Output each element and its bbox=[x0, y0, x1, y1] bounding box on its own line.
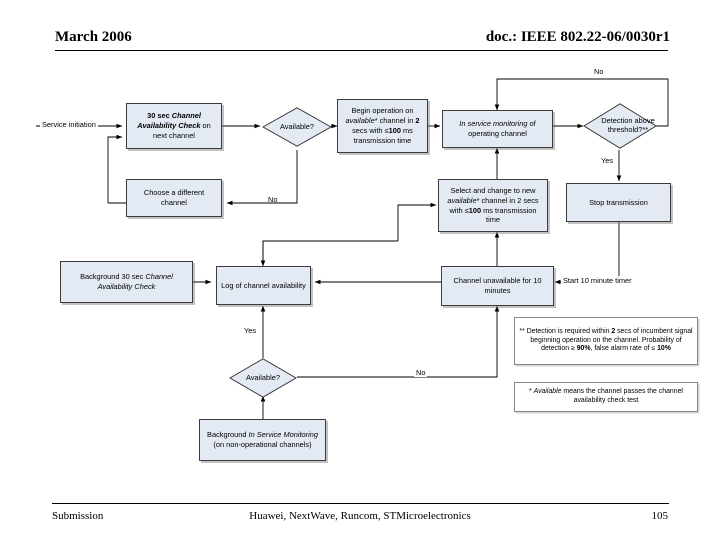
begin-op-2: available bbox=[345, 116, 375, 126]
note-avail-1: * bbox=[529, 388, 534, 396]
node-background-cac[interactable]: Background 30 sec Channel Availability C… bbox=[60, 261, 193, 303]
node-stop-transmission[interactable]: Stop transmission bbox=[566, 183, 671, 222]
note-det-6: 10% bbox=[657, 345, 671, 353]
decision-available-2-label: Available? bbox=[246, 372, 280, 382]
label-no-available-2: No bbox=[414, 368, 428, 377]
bg-ism-2: In Service Monitoring bbox=[248, 430, 318, 440]
note-det-5: , false alarm rate of ≤ bbox=[590, 345, 658, 353]
decision-available-1[interactable]: Available? bbox=[262, 107, 332, 147]
channel-unavailable-label: Channel unavailable for 10 minutes bbox=[453, 276, 542, 295]
note-det-4: 90% bbox=[576, 345, 591, 353]
bg-cac-1: Background 30 sec bbox=[80, 272, 146, 282]
sel-4: 100 bbox=[468, 205, 482, 215]
cac-line3: on next channel bbox=[153, 121, 211, 140]
node-in-service-monitoring[interactable]: In service monitoring of operating chann… bbox=[442, 110, 553, 148]
bg-ism-1: Background bbox=[207, 430, 249, 440]
note-avail-2: Available bbox=[533, 388, 562, 396]
label-yes-available-2: Yes bbox=[244, 326, 257, 335]
label-service-initiation: Service initiation bbox=[40, 120, 98, 129]
begin-op-4: 2 bbox=[415, 116, 420, 126]
node-select-and-change[interactable]: Select and change to new available* chan… bbox=[438, 179, 548, 232]
note-det-3: secs of incumbent signal beginning opera… bbox=[530, 327, 693, 353]
sel-2: available bbox=[447, 195, 477, 205]
footer-submission: Submission bbox=[52, 510, 104, 522]
node-channel-unavailable[interactable]: Channel unavailable for 10 minutes bbox=[441, 266, 554, 306]
flowchart: Service initiation 30 sec Channel Availa… bbox=[0, 55, 720, 495]
header-divider bbox=[55, 50, 668, 51]
node-choose-different-channel[interactable]: Choose a different channel bbox=[126, 179, 222, 217]
choose-different-channel-label: Choose a different channel bbox=[143, 188, 205, 207]
begin-op-3: * channel in bbox=[374, 116, 416, 126]
decision-detection-above-threshold[interactable]: Detection above threshold?** bbox=[583, 103, 657, 149]
bg-ism-3: (on non-operational channels) bbox=[213, 440, 312, 449]
note-det-2: 2 bbox=[611, 327, 616, 335]
node-log-channel-availability[interactable]: Log of channel availability bbox=[216, 266, 311, 305]
ism-2: of operating channel bbox=[468, 119, 536, 138]
decision-available-1-label: Available? bbox=[280, 121, 314, 131]
footer-page-number: 105 bbox=[651, 510, 669, 522]
bg-cac-2: Channel Availability Check bbox=[97, 272, 173, 291]
label-yes-detection: Yes bbox=[601, 156, 614, 165]
cac-line1: 30 sec bbox=[147, 111, 172, 121]
cac-line2: Channel Availability Check bbox=[137, 111, 201, 131]
node-background-in-service-monitoring[interactable]: Background In Service Monitoring (on non… bbox=[199, 419, 326, 461]
sel-5: ms transmission time bbox=[481, 205, 537, 225]
decision-detection-label: Detection above threshold?** bbox=[601, 116, 655, 134]
header-doc-id: doc.: IEEE 802.22-06/0030r1 bbox=[485, 29, 670, 45]
footer-divider bbox=[52, 503, 669, 504]
sel-3: * channel in 2 secs with ≤ bbox=[449, 195, 539, 215]
note-available-definition: * Available means the channel passes the… bbox=[514, 382, 698, 412]
label-no-available-1: No bbox=[268, 195, 278, 204]
begin-op-7: ms transmission time bbox=[353, 126, 413, 145]
begin-op-1: Begin operation on bbox=[351, 106, 414, 116]
ism-1: In service monitoring bbox=[459, 119, 528, 129]
stop-transmission-label: Stop transmission bbox=[589, 197, 648, 207]
node-begin-operation[interactable]: Begin operation on available* channel in… bbox=[337, 99, 428, 153]
footer-authors: Huawei, NextWave, Runcom, STMicroelectro… bbox=[249, 510, 471, 522]
note-avail-3: means the channel passes the channel ava… bbox=[561, 388, 683, 404]
decision-available-2[interactable]: Available? bbox=[229, 358, 297, 398]
note-detection-requirement: ** Detection is required within 2 secs o… bbox=[514, 317, 698, 365]
log-channel-label: Log of channel availability bbox=[221, 280, 306, 290]
begin-op-6: 100 bbox=[388, 126, 401, 135]
sel-1: Select and change to new bbox=[450, 185, 536, 195]
header-date: March 2006 bbox=[55, 29, 132, 45]
node-cac-next-channel[interactable]: 30 sec Channel Availability Check on nex… bbox=[126, 103, 222, 149]
note-det-1: ** Detection is required within bbox=[519, 327, 612, 335]
label-start-10-minute-timer: Start 10 minute timer bbox=[561, 276, 634, 285]
begin-op-5: secs with ≤ bbox=[352, 126, 389, 135]
label-no-detection: No bbox=[592, 67, 606, 76]
